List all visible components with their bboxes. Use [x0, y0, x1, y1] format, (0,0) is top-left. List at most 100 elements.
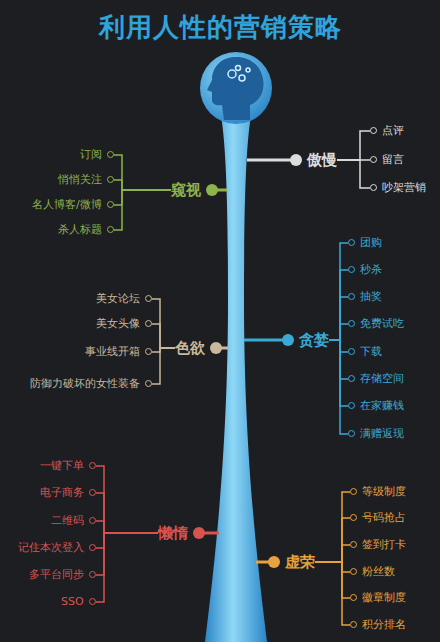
category-node: 色欲 [175, 337, 222, 359]
item-dot [145, 380, 152, 387]
category-label: 傲慢 [307, 151, 337, 169]
bracket-connector [315, 545, 350, 562]
strategy-item: 秒杀 [348, 262, 382, 278]
bracket-connector [315, 518, 350, 562]
item-dot [107, 201, 114, 208]
bracket-connector [152, 299, 175, 348]
item-dot [370, 156, 377, 163]
bracket-connector [329, 340, 348, 434]
strategy-item: 积分排名 [350, 617, 406, 633]
bone-link [247, 159, 292, 162]
strategy-item: 号码抢占 [350, 510, 406, 526]
item-label: 下载 [360, 345, 382, 359]
item-label: 多平台同步 [29, 568, 84, 582]
strategy-item: 抽奖 [348, 289, 382, 305]
bracket-connector [329, 270, 348, 340]
item-dot [89, 489, 96, 496]
item-label: 留言 [382, 153, 404, 167]
item-dot [145, 320, 152, 327]
strategy-item: 记住本次登入 [18, 540, 96, 556]
bone-link [244, 339, 284, 342]
item-label: 积分排名 [362, 618, 406, 632]
brain-gears [228, 66, 250, 82]
item-dot [89, 571, 96, 578]
head-silhouette [207, 57, 264, 120]
bracket-connector [96, 533, 158, 575]
item-dot [350, 541, 357, 548]
strategy-item: 多平台同步 [29, 567, 96, 583]
item-dot [107, 176, 114, 183]
strategy-item: 满赠返现 [348, 426, 404, 442]
item-label: SSO [61, 595, 84, 609]
bracket-connector [337, 131, 370, 160]
bracket-connector [114, 180, 171, 190]
strategy-item: 二维码 [51, 513, 96, 529]
bracket-connector [96, 521, 158, 533]
strategy-item: 点评 [370, 123, 404, 139]
item-dot [370, 184, 377, 191]
item-label: 名人博客/微博 [32, 198, 102, 212]
item-label: 抽奖 [360, 290, 382, 304]
strategy-item: 订阅 [80, 147, 114, 163]
item-label: 在家赚钱 [360, 399, 404, 413]
item-dot [145, 348, 152, 355]
bracket-connector [329, 243, 348, 340]
item-label: 美女论坛 [96, 292, 140, 306]
category-node: 贪婪 [282, 329, 329, 351]
item-dot [89, 544, 96, 551]
item-label: 存储空间 [360, 372, 404, 386]
category-dot [210, 342, 222, 354]
diagram-title: 利用人性的营销策略 [0, 10, 440, 45]
item-dot [89, 462, 96, 469]
strategy-item: 美女头像 [96, 316, 152, 332]
item-dot [350, 514, 357, 521]
item-dot [348, 293, 355, 300]
item-dot [350, 594, 357, 601]
item-dot [89, 517, 96, 524]
item-label: 团购 [360, 236, 382, 250]
item-dot [145, 295, 152, 302]
item-label: 电子商务 [40, 486, 84, 500]
item-label: 防御力破坏的女性装备 [30, 377, 140, 391]
category-label: 懒惰 [158, 524, 188, 542]
item-label: 事业线开箱 [85, 345, 140, 359]
item-label: 一键下单 [40, 459, 84, 473]
bracket-connector [329, 297, 348, 340]
category-dot [290, 154, 302, 166]
bracket-connector [96, 466, 158, 533]
strategy-item: 电子商务 [40, 485, 96, 501]
strategy-item: 徽章制度 [350, 590, 406, 606]
category-node: 傲慢 [290, 149, 337, 171]
item-label: 悄悄关注 [58, 173, 102, 187]
strategy-item: 留言 [370, 152, 404, 168]
item-label: 订阅 [80, 148, 102, 162]
category-node: 懒惰 [158, 522, 205, 544]
bracket-connector [337, 160, 370, 188]
strategy-item: 存储空间 [348, 371, 404, 387]
category-label: 贪婪 [299, 331, 329, 349]
category-node: 虚荣 [268, 551, 315, 573]
strategy-item: 一键下单 [40, 458, 96, 474]
item-dot [370, 127, 377, 134]
strategy-item: 防御力破坏的女性装备 [30, 376, 152, 392]
item-label: 记住本次登入 [18, 541, 84, 555]
item-dot [350, 488, 357, 495]
category-node: 窥视 [171, 179, 218, 201]
item-dot [348, 348, 355, 355]
bone-link [203, 532, 219, 535]
item-dot [350, 568, 357, 575]
strategy-item: 团购 [348, 235, 382, 251]
item-label: 粉丝数 [362, 565, 395, 579]
category-dot [282, 334, 294, 346]
item-label: 满赠返现 [360, 427, 404, 441]
item-dot [348, 239, 355, 246]
item-label: 秒杀 [360, 263, 382, 277]
item-label: 签到打卡 [362, 538, 406, 552]
item-label: 徽章制度 [362, 591, 406, 605]
item-dot [350, 621, 357, 628]
item-label: 号码抢占 [362, 511, 406, 525]
item-label: 点评 [382, 124, 404, 138]
item-dot [89, 598, 96, 605]
